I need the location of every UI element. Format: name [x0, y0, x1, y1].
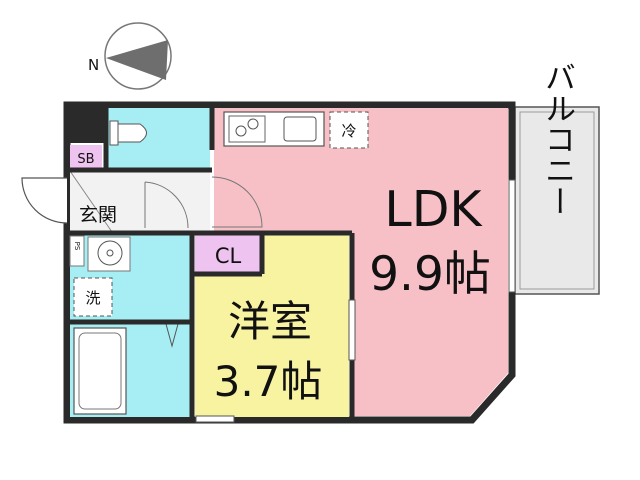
western-room-size: 3.7帖 — [214, 357, 323, 406]
fridge-label: 冷 — [341, 122, 356, 140]
entrance-step-line — [69, 170, 113, 233]
toilet-icon — [117, 123, 147, 143]
western-room: 洋室 3.7帖 — [195, 235, 349, 417]
closet-label: CL — [215, 244, 242, 268]
ldk-room-size: 9.9帖 — [369, 247, 491, 302]
openings — [195, 176, 516, 423]
entrance-label: 玄関 — [79, 204, 117, 226]
toilet-room — [108, 108, 210, 168]
compass: N — [88, 22, 172, 90]
balcony-label: バルコニー — [539, 62, 575, 217]
fridge-space: 冷 — [329, 111, 369, 149]
hall-door-swing — [144, 181, 189, 229]
sliding-door — [348, 299, 356, 361]
wall-column — [67, 105, 107, 143]
basin-icon — [97, 240, 123, 266]
sink-icon — [283, 116, 317, 142]
closet: CL — [195, 235, 261, 296]
front-door-swing — [21, 177, 68, 224]
shoe-box: SB — [70, 145, 102, 169]
bathtub-icon — [73, 327, 127, 415]
north-label: N — [88, 56, 99, 74]
kitchen-counter — [223, 111, 325, 147]
interior-walls — [67, 105, 355, 420]
shoe-box-label: SB — [77, 152, 94, 167]
ldk-room-name: LDK — [384, 181, 483, 238]
pipe-space — [69, 235, 85, 267]
entrance-area: 玄関 — [69, 170, 210, 233]
western-room-name: 洋室 — [228, 297, 312, 346]
balcony-area — [514, 106, 600, 295]
bathroom — [70, 323, 190, 417]
balcony: バルコニー — [514, 62, 600, 295]
western-window — [195, 415, 235, 423]
compass-needle-icon — [106, 40, 168, 80]
ldk-room — [214, 108, 508, 416]
stove-icon — [228, 115, 266, 143]
washer-space — [73, 277, 113, 317]
washroom: PS 洗 — [69, 235, 190, 321]
balcony-rail — [519, 111, 595, 290]
washer-label: 洗 — [85, 289, 100, 307]
balcony-window — [508, 179, 516, 293]
bath-door-icon — [165, 323, 179, 348]
toilet-tank — [109, 120, 119, 146]
ldk-door-swing — [211, 176, 263, 228]
pipe-space-label: PS — [73, 242, 81, 251]
